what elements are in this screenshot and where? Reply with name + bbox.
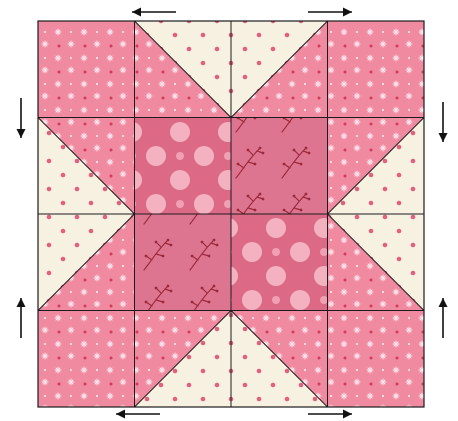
center-square-bottom-right — [231, 214, 328, 311]
left-upper-arrow — [17, 98, 26, 138]
center-square-top-right — [231, 118, 328, 215]
center-square-top-left-fabric — [135, 118, 232, 215]
corner-square-bottom-left-fabric — [38, 311, 135, 408]
corner-square-top-right-fabric — [328, 21, 425, 118]
corner-square-top-left-fabric — [38, 21, 135, 118]
corner-square-top-right — [328, 21, 425, 118]
center-square-bottom-left — [135, 214, 232, 311]
corner-square-bottom-left — [38, 311, 135, 408]
center-square-top-right-fabric — [231, 118, 328, 215]
center-square-bottom-right-fabric — [231, 214, 328, 311]
corner-square-top-left — [38, 21, 135, 118]
corner-square-bottom-right — [328, 311, 425, 408]
corner-square-bottom-right-fabric — [328, 311, 425, 408]
center-square-bottom-left-fabric — [135, 214, 232, 311]
bottom-left-arrow — [116, 410, 160, 419]
right-upper-arrow — [439, 102, 448, 142]
bottom-right-arrow — [308, 410, 352, 419]
top-right-arrow — [308, 8, 352, 17]
top-left-arrow — [132, 8, 176, 17]
left-lower-arrow — [17, 298, 26, 338]
right-lower-arrow — [439, 298, 448, 338]
center-square-top-left — [135, 118, 232, 215]
